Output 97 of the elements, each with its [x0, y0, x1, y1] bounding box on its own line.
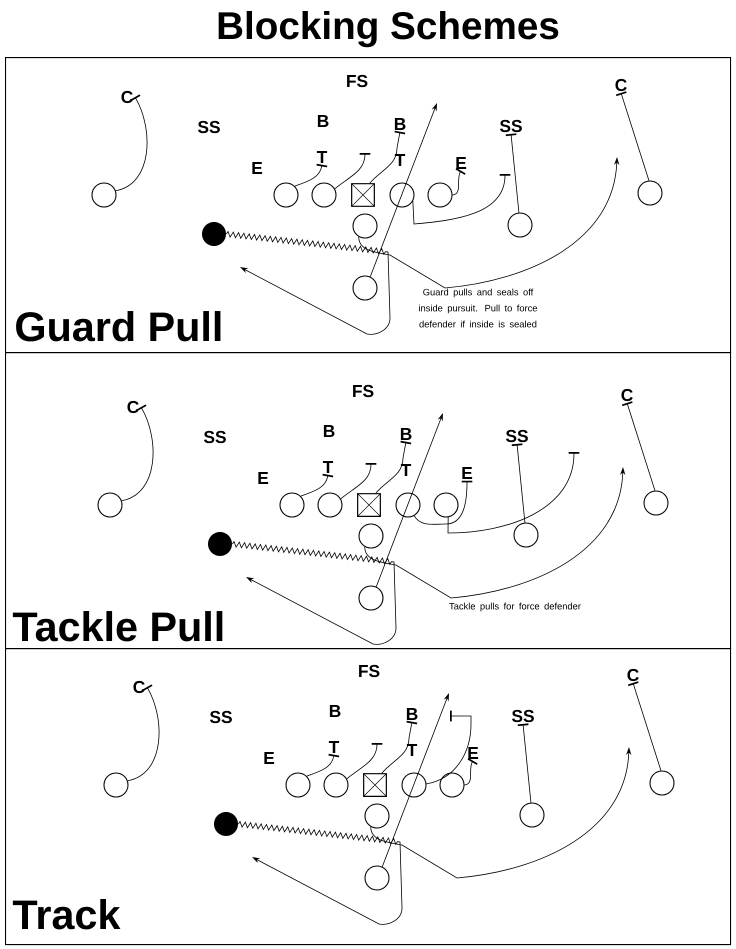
- player-circle: [364, 865, 390, 891]
- position-letter: B: [406, 708, 418, 720]
- block-route: [300, 474, 334, 497]
- player-circle: [317, 492, 343, 518]
- position-letter: T: [328, 741, 340, 753]
- page-title: Blocking Schemes: [218, 10, 558, 48]
- player-circle: [273, 182, 299, 208]
- panel-title: Tackle Pull: [12, 611, 222, 642]
- position-letter: C: [121, 90, 133, 104]
- ball-dot: [214, 812, 238, 836]
- block-route: [506, 133, 520, 213]
- position-letter: E: [264, 752, 274, 764]
- position-letter: SS: [500, 120, 522, 132]
- block-route: [414, 480, 472, 525]
- center-square: [351, 183, 375, 207]
- player-circle: [91, 182, 117, 208]
- position-letter: B: [394, 118, 406, 130]
- position-letter: B: [400, 428, 412, 440]
- player-circle: [389, 182, 415, 208]
- center-square: [357, 493, 381, 517]
- position-letter: E: [456, 157, 466, 169]
- block-route: [518, 723, 532, 803]
- note-text: Tackle pulls for force defender: [449, 602, 581, 612]
- player-circle: [279, 492, 305, 518]
- player-circle: [358, 523, 384, 549]
- ball-dot: [208, 532, 232, 556]
- position-letter: T: [394, 154, 406, 166]
- player-circle: [643, 490, 669, 516]
- panel-title: Guard Pull: [16, 311, 220, 342]
- position-letter: C: [621, 388, 633, 402]
- position-letter: C: [133, 680, 145, 694]
- player-circle: [103, 772, 129, 798]
- player-circle: [507, 212, 533, 238]
- block-route: [306, 754, 340, 777]
- block-route: [512, 443, 526, 523]
- block-route: [340, 463, 376, 500]
- play-panel: [5, 352, 732, 650]
- position-letter: B: [324, 425, 334, 437]
- player-circle: [311, 182, 337, 208]
- block-route: [127, 684, 160, 782]
- block-route: [426, 710, 472, 784]
- player-circle: [323, 772, 349, 798]
- player-circle: [519, 802, 545, 828]
- position-letter: B: [330, 705, 340, 717]
- player-circle: [358, 585, 384, 611]
- block-route: [370, 130, 406, 184]
- position-letter: C: [127, 400, 139, 414]
- block-route: [448, 452, 580, 534]
- block-route: [412, 174, 510, 224]
- position-letter: T: [322, 461, 334, 473]
- position-letter: C: [627, 668, 639, 682]
- position-letter: FS: [353, 384, 374, 398]
- position-letter: SS: [512, 710, 534, 722]
- player-circle: [433, 492, 459, 518]
- position-letter: T: [406, 744, 418, 756]
- position-letter: SS: [210, 710, 232, 724]
- ball-dot: [202, 222, 226, 246]
- block-route: [346, 743, 382, 780]
- block-route: [382, 720, 418, 774]
- route-arrow: [232, 541, 396, 645]
- player-circle: [427, 182, 453, 208]
- position-letter: SS: [198, 120, 220, 134]
- position-letter: E: [252, 162, 262, 174]
- position-letter: SS: [506, 430, 528, 442]
- player-circle: [97, 492, 123, 518]
- center-square: [363, 773, 387, 797]
- block-route: [376, 440, 412, 494]
- player-circle: [352, 213, 378, 239]
- position-letter: C: [615, 78, 627, 92]
- block-route: [121, 404, 154, 502]
- position-letter: E: [468, 747, 478, 759]
- position-letter: T: [316, 151, 328, 163]
- player-circle: [352, 275, 378, 301]
- position-letter: FS: [359, 664, 380, 678]
- player-circle: [364, 803, 390, 829]
- position-letter: B: [318, 115, 328, 127]
- player-circle: [439, 772, 465, 798]
- player-circle: [513, 522, 539, 548]
- block-route: [115, 94, 148, 192]
- position-letter: FS: [347, 74, 368, 88]
- player-circle: [285, 772, 311, 798]
- play-panel: [5, 648, 732, 946]
- position-letter: SS: [204, 430, 226, 444]
- player-circle: [637, 180, 663, 206]
- position-letter: E: [258, 472, 268, 484]
- panel-title: Track: [12, 899, 120, 930]
- route-arrow: [238, 821, 402, 925]
- player-circle: [395, 492, 421, 518]
- position-letter: T: [400, 464, 412, 476]
- position-letter: E: [462, 467, 472, 479]
- note-text: Guard pulls and seals off inside pursuit. Pull to force defender if inside is sealed: [419, 288, 538, 328]
- block-route: [334, 153, 370, 190]
- player-circle: [649, 770, 675, 796]
- route-arrow: [226, 231, 390, 335]
- block-route: [294, 164, 328, 187]
- play-panel: [5, 57, 732, 354]
- player-circle: [401, 772, 427, 798]
